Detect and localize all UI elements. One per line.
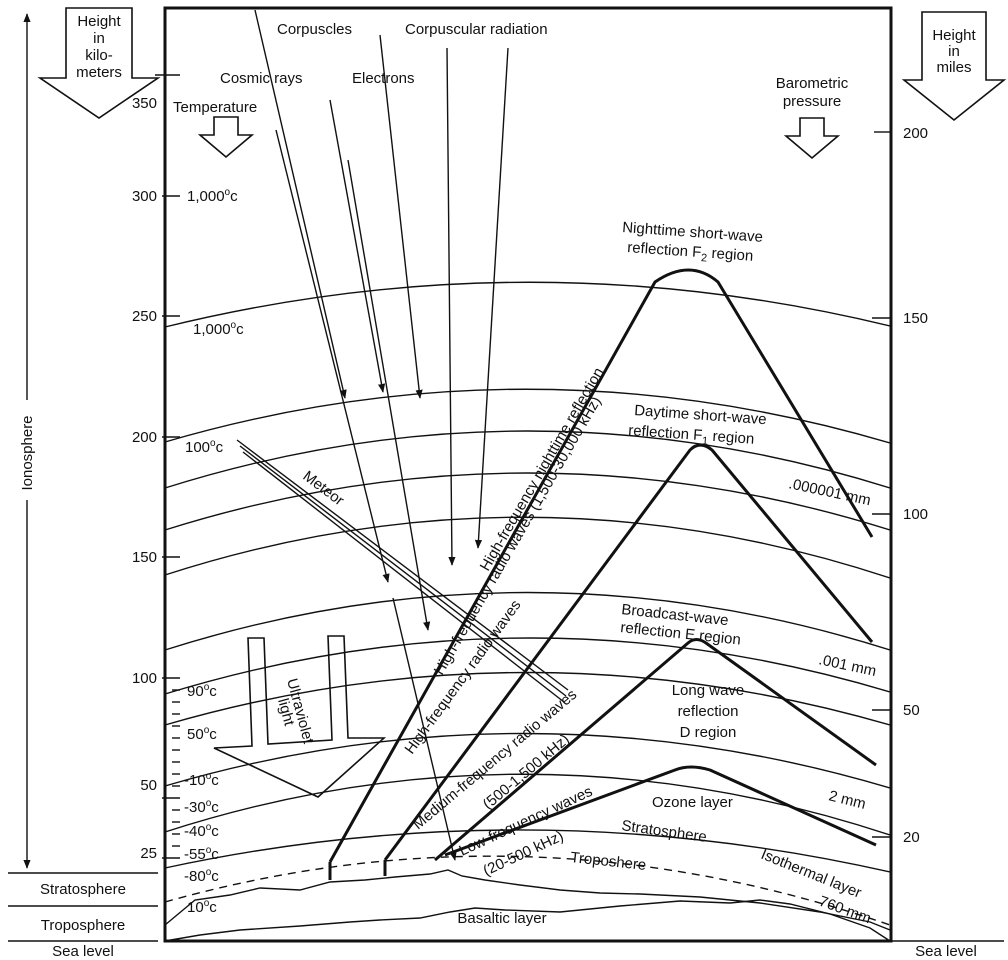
temp-90: 90oc — [187, 682, 217, 700]
f2-label-2: reflection F2 region — [627, 239, 754, 268]
corpuscles-label: Corpuscles — [277, 21, 352, 38]
stratosphere-label: Stratosphere — [620, 817, 707, 846]
temp-1000-upper: 1,000oc — [187, 187, 238, 205]
temperature-group: Temperature 1,000oc 1,000oc 100oc 90oc 5… — [173, 99, 257, 916]
temperature-values: 1,000oc 1,000oc 100oc 90oc 50oc -10oc -3… — [184, 187, 244, 916]
temp-minus-10: -10oc — [184, 771, 219, 789]
left-fine-ticks — [172, 689, 180, 847]
ozone-label: Ozone layer — [652, 794, 733, 811]
left-ticks — [155, 74, 180, 859]
corpuscles-arrow — [329, 99, 386, 393]
left-tick-100: 100 — [132, 670, 157, 687]
hf-label: High-frequency radio waves (1,500-30,000… — [431, 394, 605, 678]
right-header-line-1: Height — [932, 27, 976, 44]
temperature-label: Temperature — [173, 99, 257, 116]
left-header-line-2: in — [93, 30, 105, 47]
d-label-1: Long wave — [672, 682, 745, 699]
temp-50: 50oc — [187, 725, 217, 743]
isothermal-label: Isothermal layer — [759, 846, 864, 902]
corpuscles-arrow-2 — [347, 159, 431, 631]
pressure-label-1: Barometric — [776, 75, 849, 92]
f2-reflection-path — [328, 268, 874, 863]
pressure-label-2: pressure — [783, 93, 841, 110]
left-tick-350: 350 — [132, 95, 157, 112]
troposhere-label: Troposhere — [570, 849, 648, 874]
e-reflection-path — [434, 638, 877, 862]
f1-reflection-path — [383, 443, 874, 861]
right-header-arrow-icon — [901, 11, 1007, 122]
left-tick-300: 300 — [132, 188, 157, 205]
right-tick-150: 150 — [903, 310, 928, 327]
d-label-2: reflection — [678, 703, 739, 720]
left-tick-50: 50 — [140, 777, 157, 794]
temp-minus-30: -30oc — [184, 798, 219, 816]
pressure-001: .001 mm — [817, 651, 878, 680]
left-tick-250: 250 — [132, 308, 157, 325]
pressure-000001: .000001 mm — [787, 475, 872, 509]
temperature-arrow-icon — [197, 116, 255, 159]
left-header-arrow-icon — [37, 7, 161, 119]
pressure-group: Barometric pressure .000001 mm .001 mm 2… — [776, 75, 878, 927]
temp-10: 10oc — [187, 898, 217, 916]
left-header-line-3: kilo- — [85, 47, 113, 64]
right-header-line-2: in — [948, 43, 960, 60]
electrons-arrow — [379, 34, 423, 399]
left-tick-150: 150 — [132, 549, 157, 566]
radiation-arrows: Cosmic rays Corpuscles Electrons Corpusc… — [220, 9, 548, 861]
d-label-3: D region — [680, 724, 737, 741]
right-tick-50: 50 — [903, 702, 920, 719]
right-tick-100: 100 — [903, 506, 928, 523]
reflection-paths — [328, 268, 877, 880]
troposphere-left-label: Troposphere — [41, 917, 126, 934]
right-tick-200: 200 — [903, 125, 928, 142]
left-axis: Height in kilo- meters Ionosphere 350 30… — [8, 7, 180, 960]
basaltic-layer-label: Basaltic layer — [457, 910, 546, 927]
cosmic-rays-arrow — [254, 9, 347, 399]
sea-level-left-label: Sea level — [52, 943, 114, 960]
temp-1000-lower: 1,000oc — [193, 320, 244, 338]
cosmic-ground-arrow — [392, 597, 457, 861]
temp-100: 100oc — [185, 438, 224, 456]
left-header-line-4: meters — [76, 64, 122, 81]
pressure-2mm: 2 mm — [827, 787, 867, 813]
stratosphere-left-label: Stratosphere — [40, 881, 126, 898]
right-tick-20: 20 — [903, 829, 920, 846]
d-reflection-path — [444, 765, 877, 857]
sea-level-right-label: Sea level — [915, 943, 977, 960]
corpuscular-label: Corpuscular radiation — [405, 21, 548, 38]
pressure-arrow-icon — [783, 117, 841, 160]
uv-label-2: light — [274, 697, 298, 729]
left-tick-200: 200 — [132, 429, 157, 446]
temp-minus-55: -55oc — [184, 845, 219, 863]
right-ticks — [872, 131, 890, 838]
cosmic-rays-label: Cosmic rays — [220, 70, 303, 87]
right-header-line-3: miles — [936, 59, 971, 76]
temp-minus-40: -40oc — [184, 822, 219, 840]
corpuscular-arrow-2 — [474, 47, 509, 549]
right-axis: Height in miles 200 150 100 50 20 Sea le… — [872, 11, 1007, 960]
diagram-frame — [163, 6, 893, 943]
temp-minus-80: -80oc — [184, 867, 219, 885]
left-tick-25: 25 — [140, 845, 157, 862]
layer-labels: Ozone layer Stratosphere Isothermal laye… — [570, 794, 864, 902]
ionosphere-label: Ionosphere — [19, 415, 36, 490]
corpuscular-arrow-1 — [446, 47, 456, 566]
f1-label-2: reflection F1 region — [628, 422, 755, 451]
cosmic-rays-arrow-2 — [275, 129, 390, 583]
electrons-label: Electrons — [352, 70, 415, 87]
layer-curves — [164, 281, 891, 926]
ground-surface: Basaltic layer — [164, 869, 891, 942]
pressure-760: 760 mm — [817, 893, 874, 928]
uv-arrow-icon — [213, 635, 387, 798]
left-header-line-1: Height — [77, 13, 121, 30]
region-labels: Nighttime short-wave reflection F2 regio… — [620, 219, 768, 741]
